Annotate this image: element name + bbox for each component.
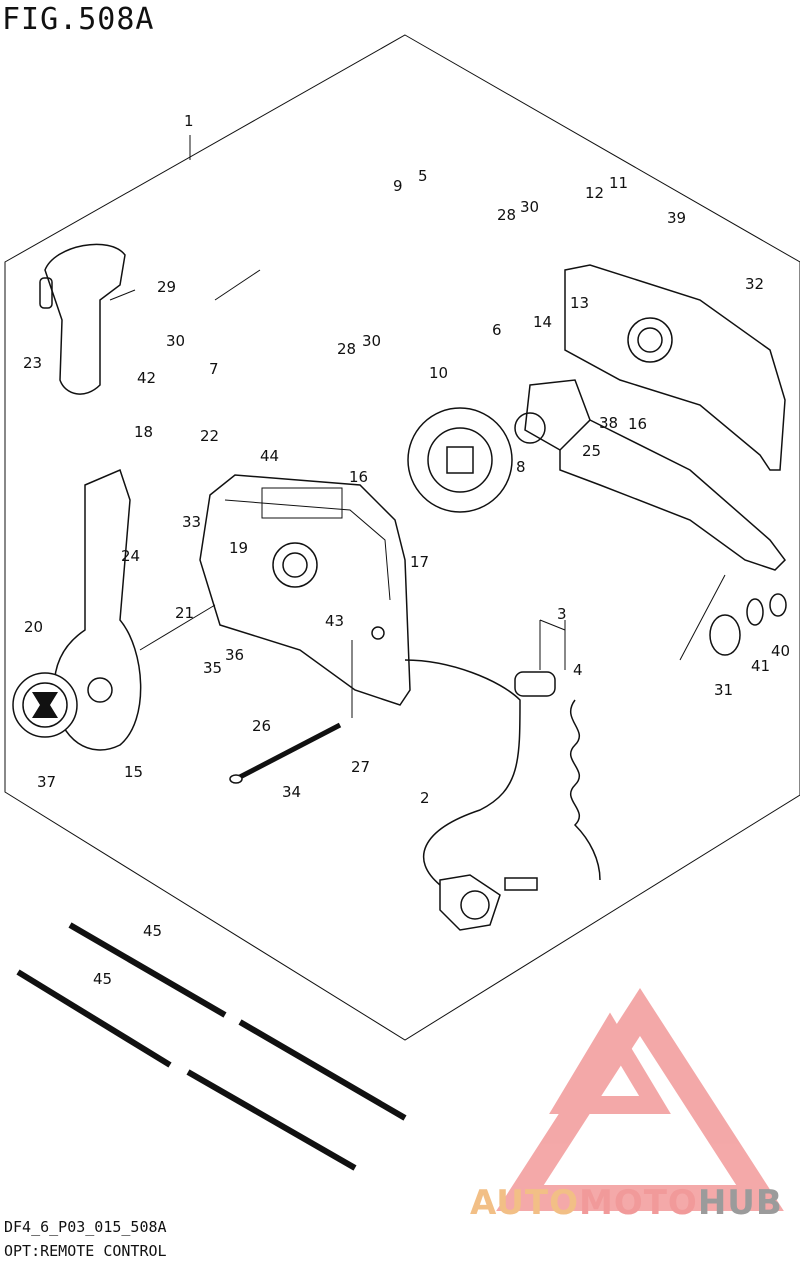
control-cable-2 xyxy=(16,969,357,1171)
callout: 33 xyxy=(182,513,201,531)
brand-auto: AUTO xyxy=(470,1183,579,1223)
callout: 15 xyxy=(124,763,143,781)
leader-lines xyxy=(109,135,726,718)
callout: 44 xyxy=(260,447,279,465)
callout: 20 xyxy=(24,618,43,636)
callout: 30 xyxy=(362,332,381,350)
callout: 38 xyxy=(599,414,618,432)
callout: 23 xyxy=(23,354,42,372)
callout: 45 xyxy=(143,922,162,940)
callout: 36 xyxy=(225,646,244,664)
callout: 45 xyxy=(93,970,112,988)
wiring-harness xyxy=(404,659,521,886)
callout: 25 xyxy=(582,442,601,460)
callout: 28 xyxy=(497,206,516,224)
callout: 34 xyxy=(282,783,301,801)
callout: 40 xyxy=(771,642,790,660)
figure-code: DF4_6_P03_015_508A xyxy=(4,1218,167,1236)
callout: 29 xyxy=(157,278,176,296)
callout: 1 xyxy=(184,112,194,130)
callout: 4 xyxy=(573,661,583,679)
callout: 30 xyxy=(520,198,539,216)
callout: 39 xyxy=(667,209,686,227)
callout: 35 xyxy=(203,659,222,677)
side-plate xyxy=(559,264,786,571)
callout: 7 xyxy=(209,360,219,378)
handle-grip xyxy=(44,243,126,395)
control-cable-1 xyxy=(68,922,407,1121)
bracket-plate xyxy=(514,379,591,451)
callout: 24 xyxy=(121,547,140,565)
callout: 27 xyxy=(351,758,370,776)
figure-description: OPT:REMOTE CONTROL xyxy=(4,1242,167,1260)
callout: 43 xyxy=(325,612,344,630)
assembly-boundary xyxy=(4,34,800,1041)
callout: 12 xyxy=(585,184,604,202)
callout: 21 xyxy=(175,604,194,622)
callout: 26 xyxy=(252,717,271,735)
callout: 5 xyxy=(418,167,428,185)
callout: 28 xyxy=(337,340,356,358)
callout: 3 xyxy=(557,605,567,623)
stop-switch xyxy=(514,671,601,881)
callout: 16 xyxy=(349,468,368,486)
figure-title: FIG.508A xyxy=(2,2,155,37)
callout: 37 xyxy=(37,773,56,791)
watermark-brand: AUTOMOTOHUB xyxy=(470,1183,783,1223)
callout: 30 xyxy=(166,332,185,350)
callout: 2 xyxy=(420,789,430,807)
callout: 22 xyxy=(200,427,219,445)
callout: 11 xyxy=(609,174,628,192)
callout: 8 xyxy=(516,458,526,476)
gear-plate xyxy=(407,407,513,513)
brand-moto: MOTO xyxy=(578,1183,698,1223)
callout: 31 xyxy=(714,681,733,699)
callout: 42 xyxy=(137,369,156,387)
watermark-logo xyxy=(496,988,784,1211)
callout: 9 xyxy=(393,177,403,195)
callout: 13 xyxy=(570,294,589,312)
callout: 6 xyxy=(492,321,502,339)
callout: 32 xyxy=(745,275,764,293)
handle-hub xyxy=(12,672,78,738)
control-housing xyxy=(199,474,411,706)
callout: 17 xyxy=(410,553,429,571)
callout: 18 xyxy=(134,423,153,441)
long-bolt xyxy=(236,722,342,781)
callout: 41 xyxy=(751,657,770,675)
spacer-washer-nut xyxy=(709,593,787,656)
lever-arm xyxy=(53,468,142,751)
brand-hub: HUB xyxy=(697,1183,783,1223)
callout: 19 xyxy=(229,539,248,557)
callout: 10 xyxy=(429,364,448,382)
callout: 16 xyxy=(628,415,647,433)
callout-labels: 1 2 3 4 5 6 8 9 10 11 12 13 14 15 16 16 … xyxy=(23,112,790,988)
callout: 14 xyxy=(533,313,552,331)
